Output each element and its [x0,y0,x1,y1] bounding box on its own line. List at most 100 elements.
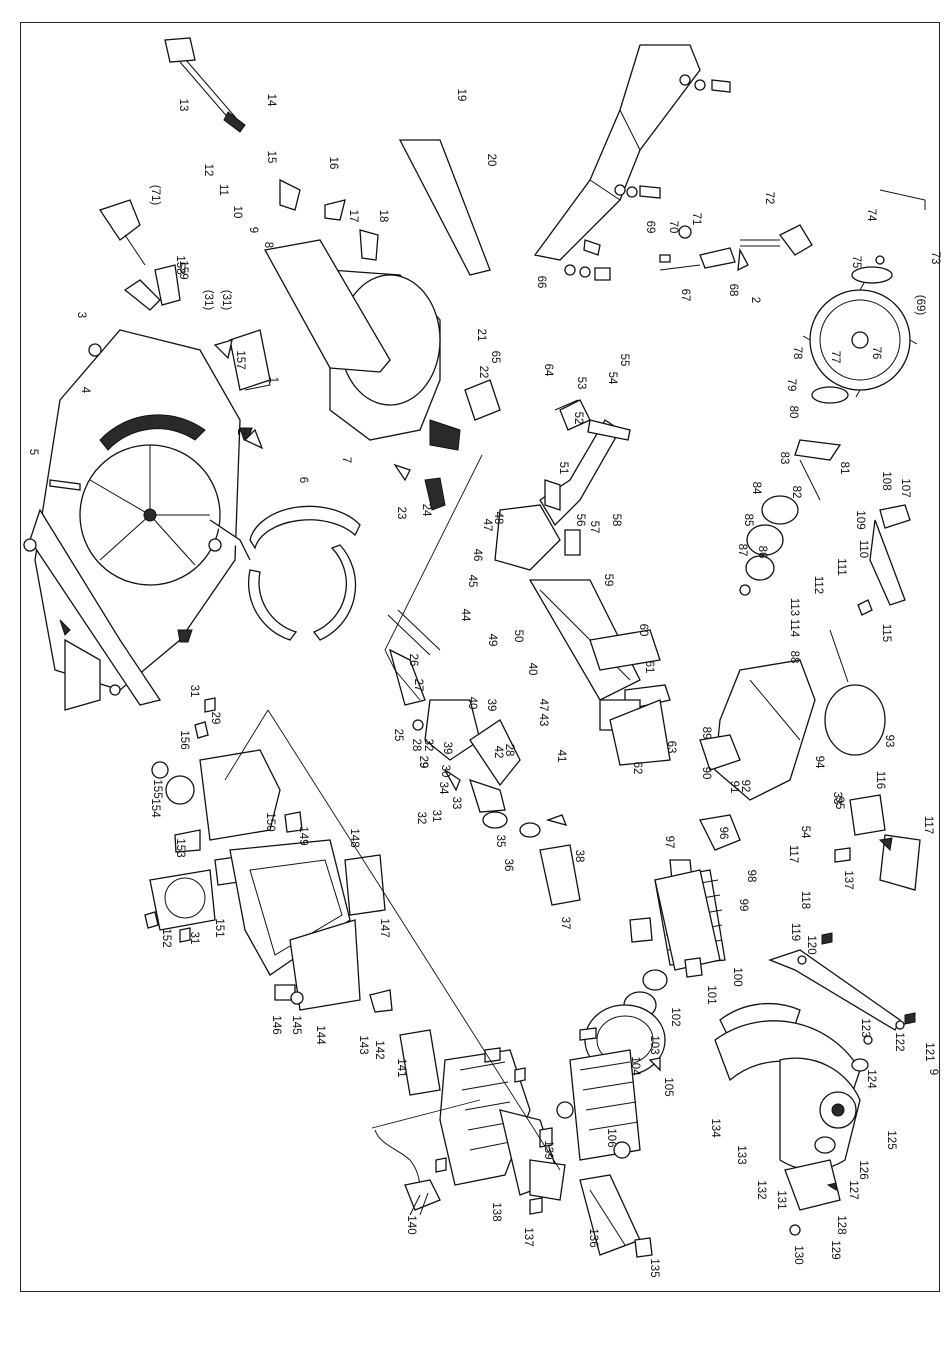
callout-label: 124 [865,1069,877,1089]
callout-label: 122 [893,1032,905,1051]
callout-label: 74 [865,209,877,222]
callout-label: 32 [422,739,434,752]
callout-label: 14 [265,94,277,107]
callout-label: 47 [481,519,493,532]
callout-label: 8 [262,242,274,248]
ring-segments [247,505,361,641]
callout-label: 46 [471,549,483,562]
callout-label: 96 [717,827,729,840]
knob-assembly [659,224,813,272]
callout-label: 134 [709,1118,721,1138]
callout-label: 73 [929,252,941,265]
callout-label: 44 [459,609,471,622]
callout-label: 69 [644,221,656,234]
callout-label: 146 [270,1015,282,1034]
callout-label: 76 [870,347,882,360]
callout-label: 128 [835,1215,847,1234]
callout-label: 31 [430,810,442,823]
callout-label: 47 [537,699,549,712]
callout-label: 119 [789,923,801,941]
base-assembly [23,329,271,711]
callout-label: (31) [220,290,232,311]
callout-label: 86 [756,546,768,559]
callout-label: 65 [489,351,501,364]
callout-label: 106 [605,1128,617,1147]
callout-label: 75 [850,256,862,269]
callout-label: 111 [835,558,847,575]
callout-label: 117 [787,845,799,863]
callout-label: 82 [790,486,802,499]
callout-label: 130 [792,1245,804,1264]
callout-label: 56 [574,514,586,527]
callout-label: 9 [927,1069,939,1075]
callout-label: 112 [812,576,824,594]
handle-assembly [439,1047,653,1258]
callout-label: 28 [503,744,515,757]
callout-label: 3 [75,312,87,318]
callout-label: 23 [395,507,407,520]
armature-assembly [556,869,721,1161]
callout-label: 149 [297,826,309,845]
fence-rail [533,44,731,281]
callout-label: 37 [559,917,571,930]
callout-label: 12 [202,164,214,177]
callout-label: 32 [415,812,427,825]
callout-label: 140 [405,1215,417,1234]
callout-label: 121 [923,1042,935,1061]
callout-label: 28 [410,739,422,752]
callout-label: 11 [217,184,229,196]
callout-label: 151 [213,918,225,937]
callout-label: 18 [377,210,389,223]
callout-label: 36 [502,859,514,872]
callout-label: 132 [755,1180,767,1199]
callout-label: 89 [700,727,712,740]
callout-label: 88 [788,651,800,664]
callout-label: 138 [490,1202,502,1221]
callout-label: 9 [247,227,259,233]
callout-label: 103 [648,1035,660,1054]
callout-label: 54 [606,372,618,385]
callout-label: 71 [690,213,702,226]
blade-assembly [739,189,926,683]
callout-label: 145 [290,1015,302,1034]
callout-label: 64 [542,364,554,377]
callout-label: 137 [522,1227,534,1246]
callout-label: 13 [177,99,189,112]
callout-label: 98 [745,870,757,883]
callout-label: 10 [231,206,243,219]
callout-label: 131 [775,1190,787,1209]
motor-assembly [144,697,441,1096]
callout-label: 95 [833,797,845,810]
callout-label: 22 [477,366,489,379]
diagram-frame [20,22,940,1292]
callout-label: 142 [373,1040,385,1059]
callout-label: 109 [854,510,866,529]
callout-label: (31) [202,290,214,311]
callout-label: 113 [788,598,800,616]
callout-label: 92 [739,780,751,793]
callout-label: 127 [847,1180,859,1199]
callout-label: 50 [512,630,524,643]
callout-label: 90 [700,767,712,780]
callout-label: 4 [79,387,91,394]
callout-label: 49 [486,634,498,647]
callout-label: 104 [629,1056,641,1076]
callout-label: 99 [737,899,749,912]
callout-label: 135 [648,1258,660,1277]
callout-label: 38 [573,850,585,863]
arbor-lock-assembly [387,609,581,906]
callout-label: 60 [637,624,649,637]
callout-label: 159 [177,260,189,279]
callout-label: 129 [829,1240,841,1259]
callout-label: 114 [788,619,800,638]
callout-label: 39 [485,699,497,712]
callout-label: 110 [857,540,869,558]
power-cord [374,1129,447,1216]
callout-label: 80 [787,406,799,419]
callout-label: 93 [883,735,895,748]
callout-label: (69) [914,295,926,316]
callout-label: 43 [537,714,549,727]
callout-label: 29 [417,756,429,769]
callout-label: 2 [235,429,247,435]
callout-label: 54 [799,826,811,839]
